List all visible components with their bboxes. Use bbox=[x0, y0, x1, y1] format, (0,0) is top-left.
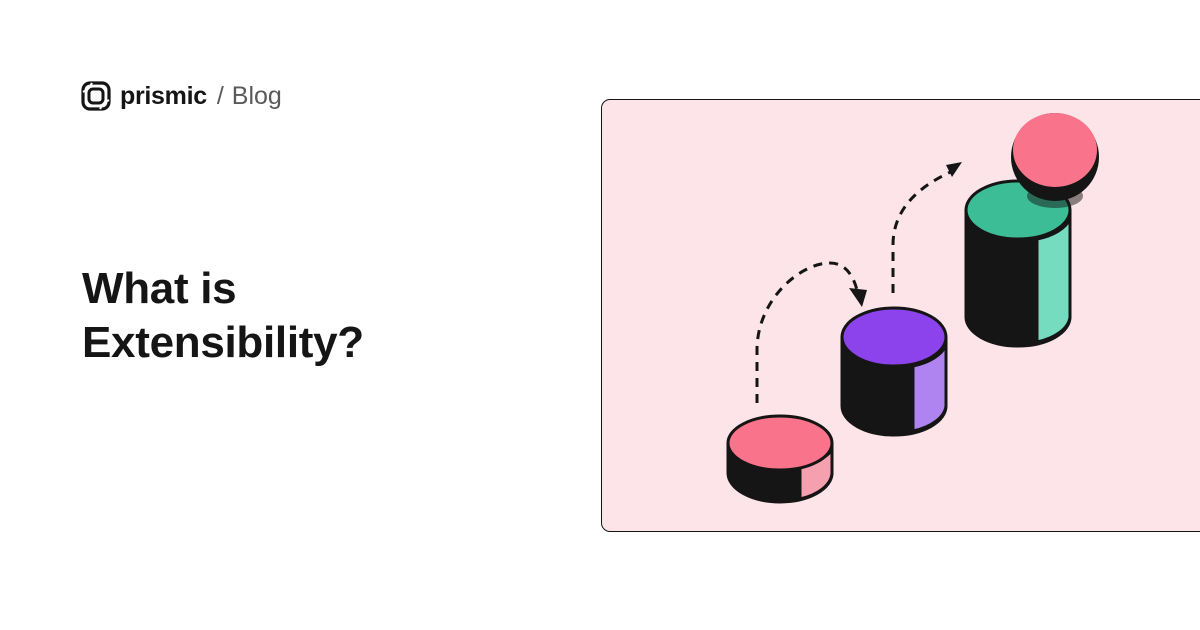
brand-name: prismic bbox=[120, 81, 207, 110]
green-cylinder bbox=[964, 179, 1072, 348]
page-title: What is Extensibility? bbox=[82, 262, 364, 370]
arrow-head-2 bbox=[946, 162, 962, 177]
purple-cylinder bbox=[840, 306, 948, 437]
breadcrumb-separator: / bbox=[216, 81, 224, 110]
pink-cylinder bbox=[726, 414, 834, 504]
title-line-1: What is bbox=[82, 264, 237, 313]
arrow-head-1 bbox=[849, 288, 867, 307]
brand-header[interactable]: prismic / Blog bbox=[80, 80, 282, 112]
dashed-arrows bbox=[755, 168, 956, 403]
prismic-logo-icon bbox=[81, 81, 111, 111]
breadcrumb-blog[interactable]: Blog bbox=[231, 81, 282, 110]
pink-ball bbox=[1011, 113, 1099, 208]
title-line-2: Extensibility? bbox=[82, 318, 364, 367]
